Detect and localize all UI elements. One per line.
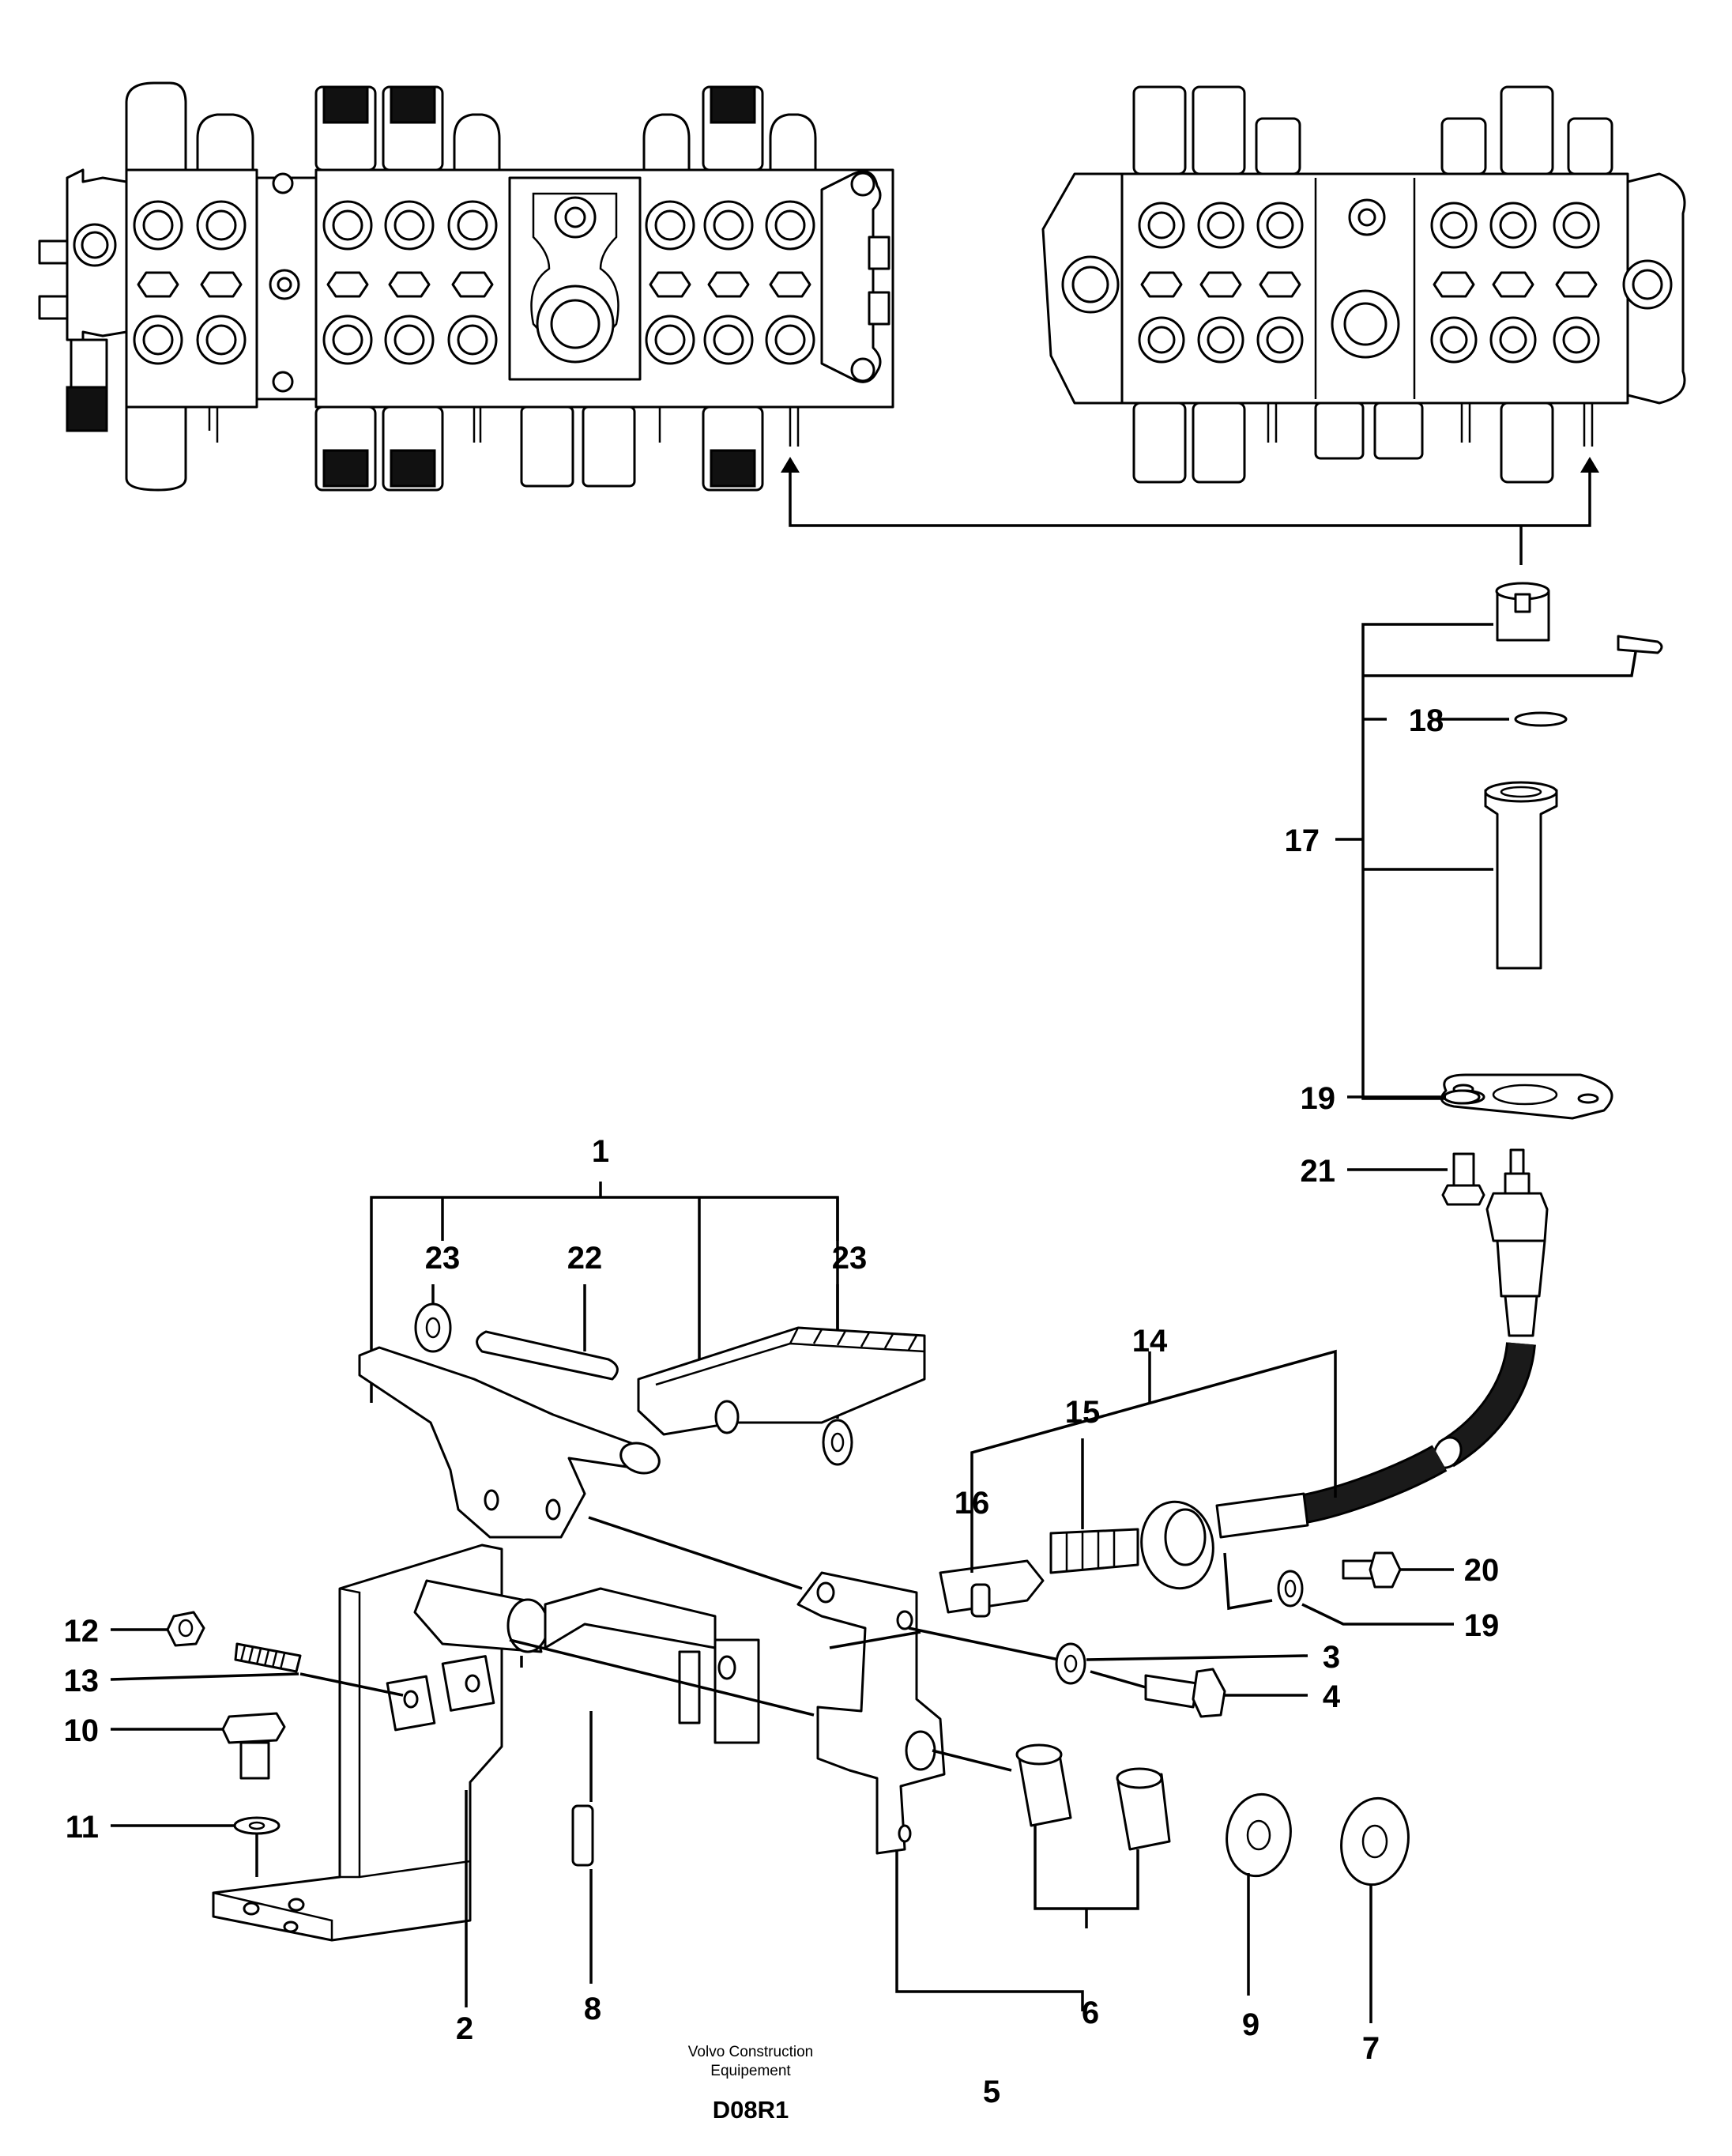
callout-19-upper: 19: [1301, 1081, 1336, 1116]
control-valve-right-view: [1041, 85, 1686, 484]
callout-21: 21: [1301, 1154, 1336, 1189]
part-7-washer: [1340, 1796, 1410, 2023]
callout-2: 2: [456, 2011, 473, 2046]
part-2-bracket: [212, 1544, 503, 2007]
part-19-washer-upper: [1443, 1089, 1481, 1105]
footer-credit: Volvo Construction Equipement D08R1: [688, 2044, 813, 2124]
callout-14: 14: [1132, 1324, 1168, 1359]
callout-23-right: 23: [832, 1241, 868, 1276]
part-19-washer-lower: [1223, 1552, 1454, 1626]
part-10-bolt: [111, 1712, 286, 1780]
spool-caps-top-left: [196, 85, 817, 172]
reference-arrow: [781, 457, 1599, 565]
part-18-o-ring: [1514, 711, 1568, 727]
part-9-washer: [1226, 1792, 1292, 1996]
mounting-flange: [1440, 1073, 1613, 1120]
part-12-nut: [111, 1611, 205, 1647]
callout-13: 13: [64, 1664, 100, 1698]
part-4-bolt: [1090, 1668, 1308, 1718]
part-22-pin: [476, 1330, 619, 1381]
pedal-plate: [637, 1326, 926, 1436]
credit-line-2: Equipement: [710, 2063, 791, 2079]
callout-20: 20: [1464, 1553, 1500, 1588]
callout-22: 22: [567, 1241, 603, 1276]
callout-1: 1: [592, 1134, 609, 1169]
part-6-bushings: [1015, 1743, 1171, 1928]
callout-12: 12: [64, 1614, 100, 1649]
callout-18: 18: [1409, 703, 1444, 738]
callout-5: 5: [983, 2075, 1000, 2109]
callout-19-lower: 19: [1464, 1608, 1500, 1643]
callout-23-left: 23: [425, 1241, 461, 1276]
cable-assembly: [939, 1148, 1549, 1618]
drawing-code: D08R1: [713, 2096, 789, 2124]
part-23-washer-right: [822, 1419, 853, 1466]
part-3-washer: [1055, 1642, 1086, 1685]
callout-16: 16: [954, 1486, 990, 1521]
part-13-stud: [110, 1642, 404, 1697]
valve-ports-right: [1138, 178, 1600, 399]
housing-tube: [1484, 789, 1558, 970]
callout-4: 4: [1323, 1679, 1341, 1714]
credit-line-1: Volvo Construction: [688, 2044, 813, 2060]
callout-17: 17: [1285, 824, 1320, 858]
part-20-screw: [1342, 1551, 1454, 1589]
part-23-washer-left: [414, 1302, 452, 1353]
callout-7: 7: [1362, 2031, 1380, 2066]
valve-ports-left: [133, 172, 815, 393]
callout-9: 9: [1242, 2007, 1259, 2042]
callout-3: 3: [1323, 1640, 1340, 1675]
part-8-pin: [571, 1711, 594, 1984]
control-valve-left-view: [38, 81, 894, 492]
callouts: 1 2 3 4 5 6 7 8 9 10 11 12 13 14 15 16 1…: [64, 703, 1500, 2109]
callout-15: 15: [1065, 1395, 1101, 1430]
spool-caps-bottom-left: [208, 405, 800, 492]
part-21-bolt: [1347, 1152, 1485, 1206]
callout-6: 6: [1082, 1996, 1099, 2030]
part-11-washer: [111, 1816, 281, 1877]
callout-8: 8: [584, 1992, 601, 2026]
callout-11: 11: [66, 1810, 99, 1845]
part-1-pedal-assembly: [358, 1182, 926, 1590]
callout-10: 10: [64, 1713, 100, 1748]
spool-caps-right: [1132, 85, 1613, 484]
part-5-lever: [796, 1571, 1084, 2011]
pivot-shaft: [413, 1579, 815, 1744]
part-17-housing-assembly: [1335, 582, 1663, 1120]
